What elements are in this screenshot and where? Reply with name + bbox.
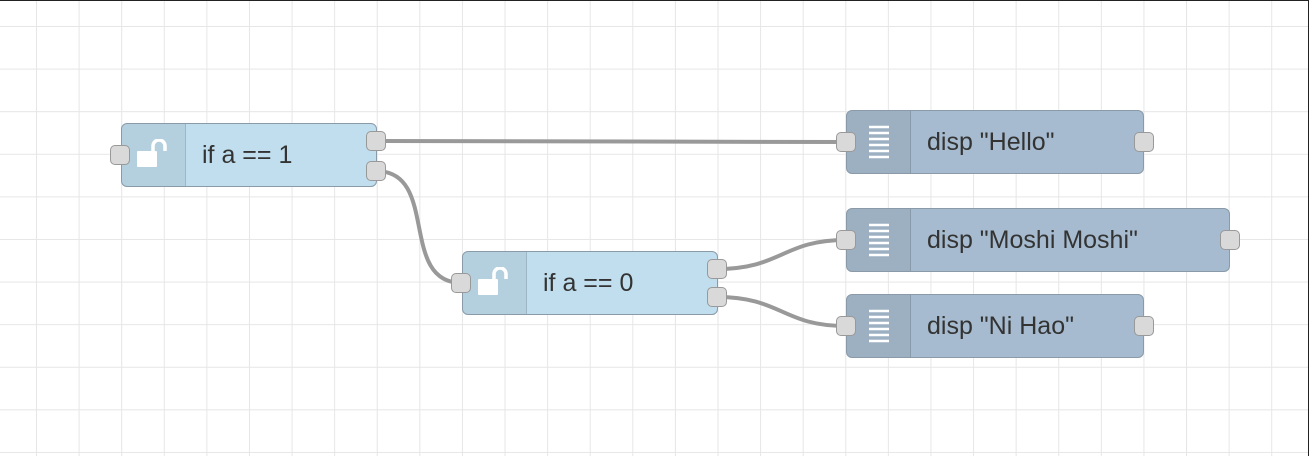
list-icon: [847, 111, 911, 173]
switch-node-if-a-eq-0[interactable]: if a == 0: [462, 251, 718, 315]
output-port-2[interactable]: [366, 161, 386, 181]
output-port-1[interactable]: [707, 259, 727, 279]
wire-switch2-to-nihao[interactable]: [715, 295, 848, 328]
output-port-2[interactable]: [707, 287, 727, 307]
debug-node-hello[interactable]: disp "Hello": [846, 110, 1144, 174]
debug-toggle-button[interactable]: [1134, 316, 1154, 336]
input-port[interactable]: [836, 230, 856, 250]
node-label: disp "Hello": [927, 127, 1055, 156]
wire-switch2-to-moshi[interactable]: [715, 238, 848, 271]
debug-toggle-button[interactable]: [1134, 132, 1154, 152]
node-label: disp "Moshi Moshi": [927, 225, 1138, 254]
node-label: disp "Ni Hao": [927, 311, 1074, 340]
list-icon: [847, 295, 911, 357]
unlock-icon: [122, 124, 186, 186]
node-label: if a == 0: [543, 268, 634, 297]
input-port[interactable]: [836, 316, 856, 336]
input-port[interactable]: [110, 145, 130, 165]
debug-node-moshi-moshi[interactable]: disp "Moshi Moshi": [846, 208, 1230, 272]
debug-toggle-button[interactable]: [1220, 230, 1240, 250]
input-port[interactable]: [451, 273, 471, 293]
unlock-icon: [463, 252, 527, 314]
wire-switch1-to-hello[interactable]: [374, 139, 850, 144]
node-label: if a == 1: [202, 140, 293, 169]
wire-switch1-to-switch2[interactable]: [374, 169, 464, 285]
input-port[interactable]: [836, 132, 856, 152]
switch-node-if-a-eq-1[interactable]: if a == 1: [121, 123, 377, 187]
output-port-1[interactable]: [366, 131, 386, 151]
list-icon: [847, 209, 911, 271]
debug-node-ni-hao[interactable]: disp "Ni Hao": [846, 294, 1144, 358]
